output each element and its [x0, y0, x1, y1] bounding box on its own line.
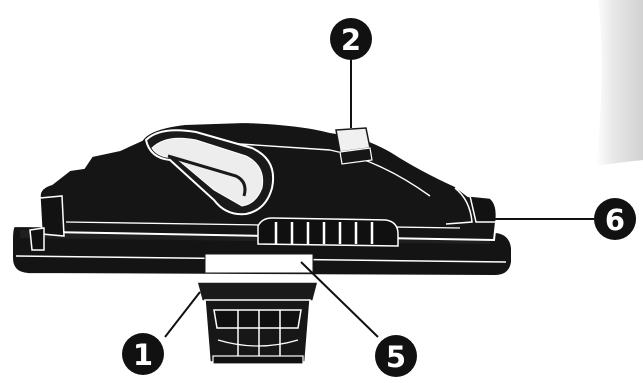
top-button	[335, 127, 373, 165]
background-object	[596, 0, 643, 166]
leader-lines	[164, 60, 594, 338]
handle	[144, 129, 274, 216]
callout-1-number: 1	[133, 338, 153, 372]
vent-grille	[257, 217, 399, 247]
mount-stem	[196, 281, 319, 365]
callout-2-number: 2	[341, 23, 361, 57]
callout-2-badge	[330, 18, 372, 60]
callout-1-badge	[122, 333, 164, 375]
callout-6: 6	[594, 198, 636, 240]
callout-2: 2	[330, 18, 372, 60]
callout-1: 1	[122, 333, 164, 375]
callout-5: 5	[375, 335, 417, 377]
callout-6-number: 6	[605, 203, 625, 237]
leader-line-1	[164, 291, 201, 338]
leader-line-5	[300, 261, 379, 338]
white-label	[204, 253, 314, 274]
callout-6-badge	[594, 198, 636, 240]
callout-5-badge	[375, 335, 417, 377]
callout-5-number: 5	[386, 340, 406, 374]
